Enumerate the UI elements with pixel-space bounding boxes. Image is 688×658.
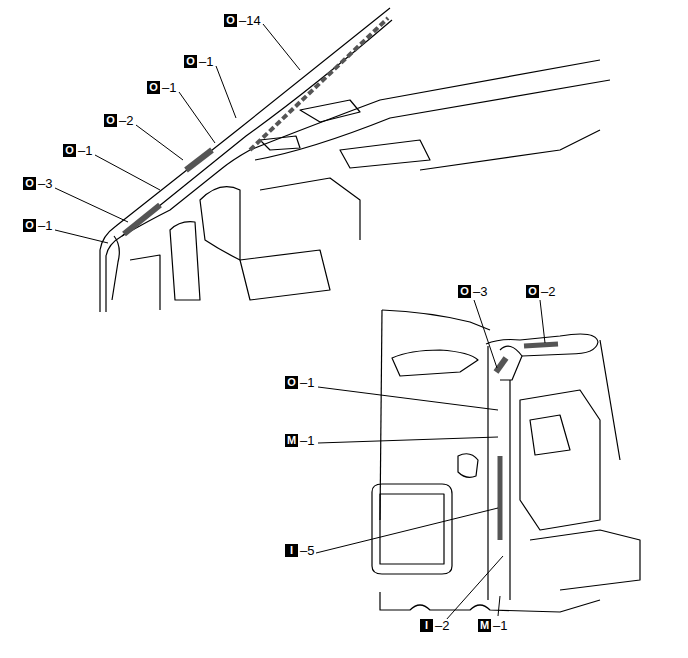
callout-letter: I — [285, 544, 298, 557]
callout-number: –1 — [37, 219, 53, 232]
callout-number: –3 — [472, 285, 488, 298]
callout-number: –3 — [37, 177, 53, 190]
callout-letter: O — [23, 177, 36, 190]
callout-letter: O — [224, 14, 237, 27]
callout-number: –1 — [299, 434, 315, 447]
callout-letter: M — [478, 619, 491, 632]
callout-number: –1 — [161, 81, 177, 94]
callout-letter: O — [458, 285, 471, 298]
callout-number: –2 — [540, 285, 556, 298]
callout-number: –1 — [492, 619, 508, 632]
callout-number: –2 — [434, 619, 450, 632]
callout-number: –1 — [198, 55, 214, 68]
callout-letter: O — [147, 81, 160, 94]
callout-letter: O — [285, 376, 298, 389]
callout-letter: O — [63, 144, 76, 157]
callout-letter: O — [184, 55, 197, 68]
callout-letter: I — [420, 619, 433, 632]
callout-letter: O — [23, 219, 36, 232]
callout-number: –1 — [77, 144, 93, 157]
callout-number: –5 — [299, 544, 315, 557]
callout-letter: O — [104, 114, 117, 127]
callout-letter: O — [526, 285, 539, 298]
callout-letter: M — [285, 434, 298, 447]
callout-number: –14 — [238, 14, 262, 27]
callout-number: –1 — [299, 376, 315, 389]
callout-number: –2 — [118, 114, 134, 127]
